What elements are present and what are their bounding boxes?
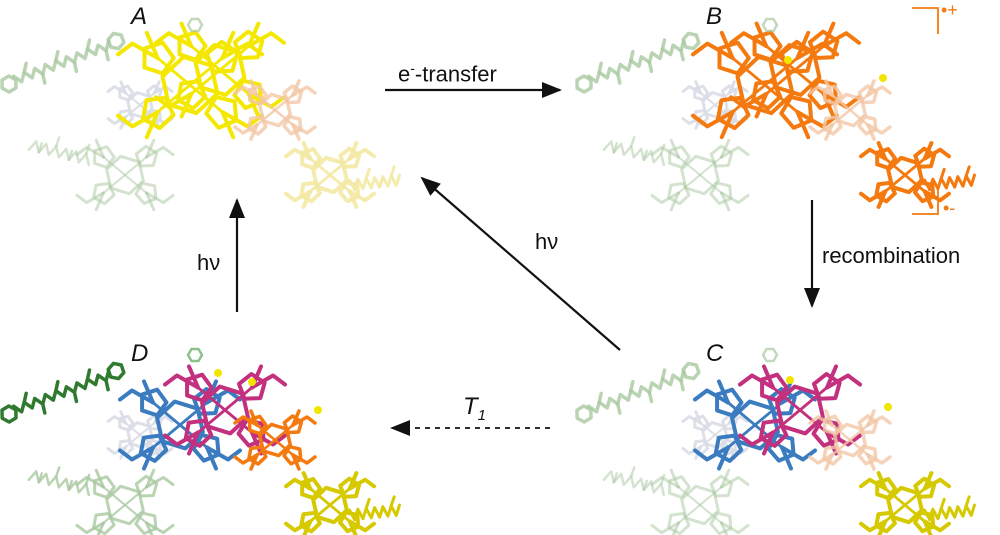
recombination-label: recombination [822,243,961,268]
electron-transfer-prefix: e [398,61,411,87]
panelD-lower-right-tail [348,495,402,522]
panelC-lower-chlorophyll-tail [602,466,666,497]
panelD-lower-chlorophyll [75,468,175,535]
panelB-lower-chlorophyll [650,138,750,212]
panelA-peach-ring [233,79,317,141]
panelB-lower-right-pigment [859,141,951,209]
panelB-peach-ring [808,79,892,141]
panelC-central-1 [738,364,862,456]
t1-label: T1 [463,393,486,424]
panelC-carotenoid-left [575,361,701,424]
anion-radical-sign: •- [943,198,956,218]
panelB-lower-right-tail [923,165,977,192]
panelC-mg-dot-0 [786,376,794,384]
panelD-mg-dot-2 [314,406,322,414]
panelB-mg-dot-0 [784,56,792,64]
panelD-mg-dot-1 [248,378,256,386]
panelD-mg-dot-0 [214,369,222,377]
cation-bracket [912,7,939,34]
electron-transfer-suffix: -transfer [414,61,497,87]
panel-letter-d: D [131,340,149,367]
panelD-carotenoid-left [0,361,126,424]
panelA-lower-chlorophyll [75,138,175,212]
panelC-central-0 [693,379,817,471]
arrow-c-to-a [420,176,621,351]
panelC-peach-ring [808,409,892,471]
panelC-lower-right-tail [923,495,977,522]
panel-d-structure [0,347,402,535]
panelB-lower-chlorophyll-tail [602,136,666,167]
panelD-central-0 [118,379,242,471]
panelC-lower-chlorophyll [650,468,750,535]
panelD-central-1 [163,364,287,456]
panelA-lower-right-tail [348,165,402,192]
panel-a-structure [0,17,402,212]
panel-letter-b: B [706,3,723,30]
panelB-carotenoid-left [575,31,701,94]
panelA-central-0 [116,30,264,140]
panel-b-structure [575,17,977,212]
hv-label-d-to-a: hν [197,250,221,275]
panelA-lower-chlorophyll-tail [27,136,91,167]
panelD-peach-ring [233,409,317,471]
panel-c-structure [575,347,977,535]
panelB-mg-dot-1 [879,74,887,82]
panelA-carotenoid-left [0,31,126,94]
panelA-lower-right-pigment [284,141,376,209]
t1-subscript: 1 [477,406,487,424]
anion-bracket [912,188,939,215]
electron-transfer-superscript: - [410,60,415,76]
panelD-lower-chlorophyll-tail [27,466,91,497]
panelD-lower-right-pigment [284,471,376,535]
hv-label-c-to-a: hν [535,229,559,254]
panel-letter-c: C [706,340,724,367]
cation-radical-sign: •+ [941,0,958,20]
t1-main: T [463,393,478,420]
electron-transfer-label: e--transfer [398,60,497,87]
panelC-lower-right-pigment [859,471,951,535]
panelC-mg-dot-1 [884,403,892,411]
panel-letter-a: A [131,3,148,30]
